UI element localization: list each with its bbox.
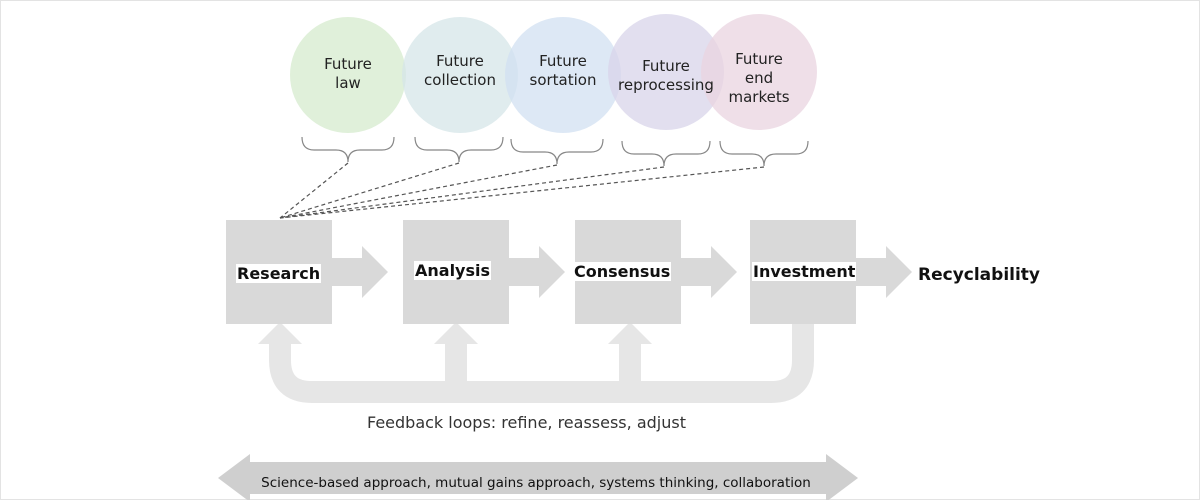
dashed-connectors	[279, 162, 765, 219]
future-end-markets-line2: end	[744, 69, 774, 87]
arrow-analysis-to-consensus	[509, 246, 565, 298]
future-collection-circle	[402, 17, 518, 133]
future-end-markets-label: Future end markets	[709, 50, 809, 107]
connector-end-markets	[279, 166, 765, 219]
brace-sortation	[510, 138, 604, 165]
arrow-investment-to-recyclability	[856, 246, 912, 298]
feedback-loops-label: Feedback loops: refine, reassess, adjust	[367, 413, 686, 432]
arrow-research-to-analysis	[332, 246, 388, 298]
future-reprocessing-circle	[608, 14, 724, 130]
future-end-markets-circle	[701, 14, 817, 130]
approach-label: Science-based approach, mutual gains app…	[261, 475, 811, 491]
brace-law	[301, 136, 395, 163]
analysis-label: Analysis	[414, 261, 492, 280]
connector-law	[279, 162, 349, 219]
connector-collection	[279, 162, 460, 219]
future-reprocessing-line1: Future	[642, 57, 690, 75]
brace-end-markets	[719, 140, 809, 167]
future-reprocessing-line2: reprocessing	[618, 76, 714, 94]
future-law-line2: law	[335, 74, 361, 92]
feedback-arrowhead-analysis	[434, 322, 478, 344]
future-law-line1: Future	[324, 55, 372, 73]
future-end-markets-line1: Future	[735, 50, 783, 68]
flow-arrows	[332, 246, 912, 298]
future-sortation-circle	[505, 17, 621, 133]
feedback-arrowhead-consensus	[608, 322, 652, 344]
feedback-loop	[258, 322, 814, 403]
investment-label: Investment	[752, 262, 857, 281]
future-collection-line2: collection	[424, 71, 496, 89]
future-sortation-line1: Future	[539, 52, 587, 70]
brace-reprocessing	[621, 140, 711, 167]
future-sortation-line2: sortation	[529, 71, 597, 89]
future-reprocessing-label: Future reprocessing	[606, 57, 726, 95]
connector-reprocessing	[279, 166, 665, 219]
feedback-loop-band	[269, 322, 814, 403]
research-label: Research	[236, 264, 322, 283]
future-law-label: Future law	[298, 55, 398, 93]
future-law-circle	[290, 17, 406, 133]
future-collection-label: Future collection	[400, 52, 520, 90]
braces	[301, 136, 809, 167]
brace-collection	[414, 136, 504, 163]
connector-sortation	[279, 164, 558, 219]
future-factor-circles	[290, 14, 817, 133]
arrow-consensus-to-investment	[681, 246, 737, 298]
recyclability-label: Recyclability	[918, 265, 1041, 285]
consensus-label: Consensus	[573, 262, 672, 281]
future-collection-line1: Future	[436, 52, 484, 70]
approach-double-arrow	[218, 454, 858, 500]
feedback-arrowhead-research	[258, 322, 302, 344]
future-sortation-label: Future sortation	[503, 52, 623, 90]
future-end-markets-line3: markets	[728, 88, 790, 106]
